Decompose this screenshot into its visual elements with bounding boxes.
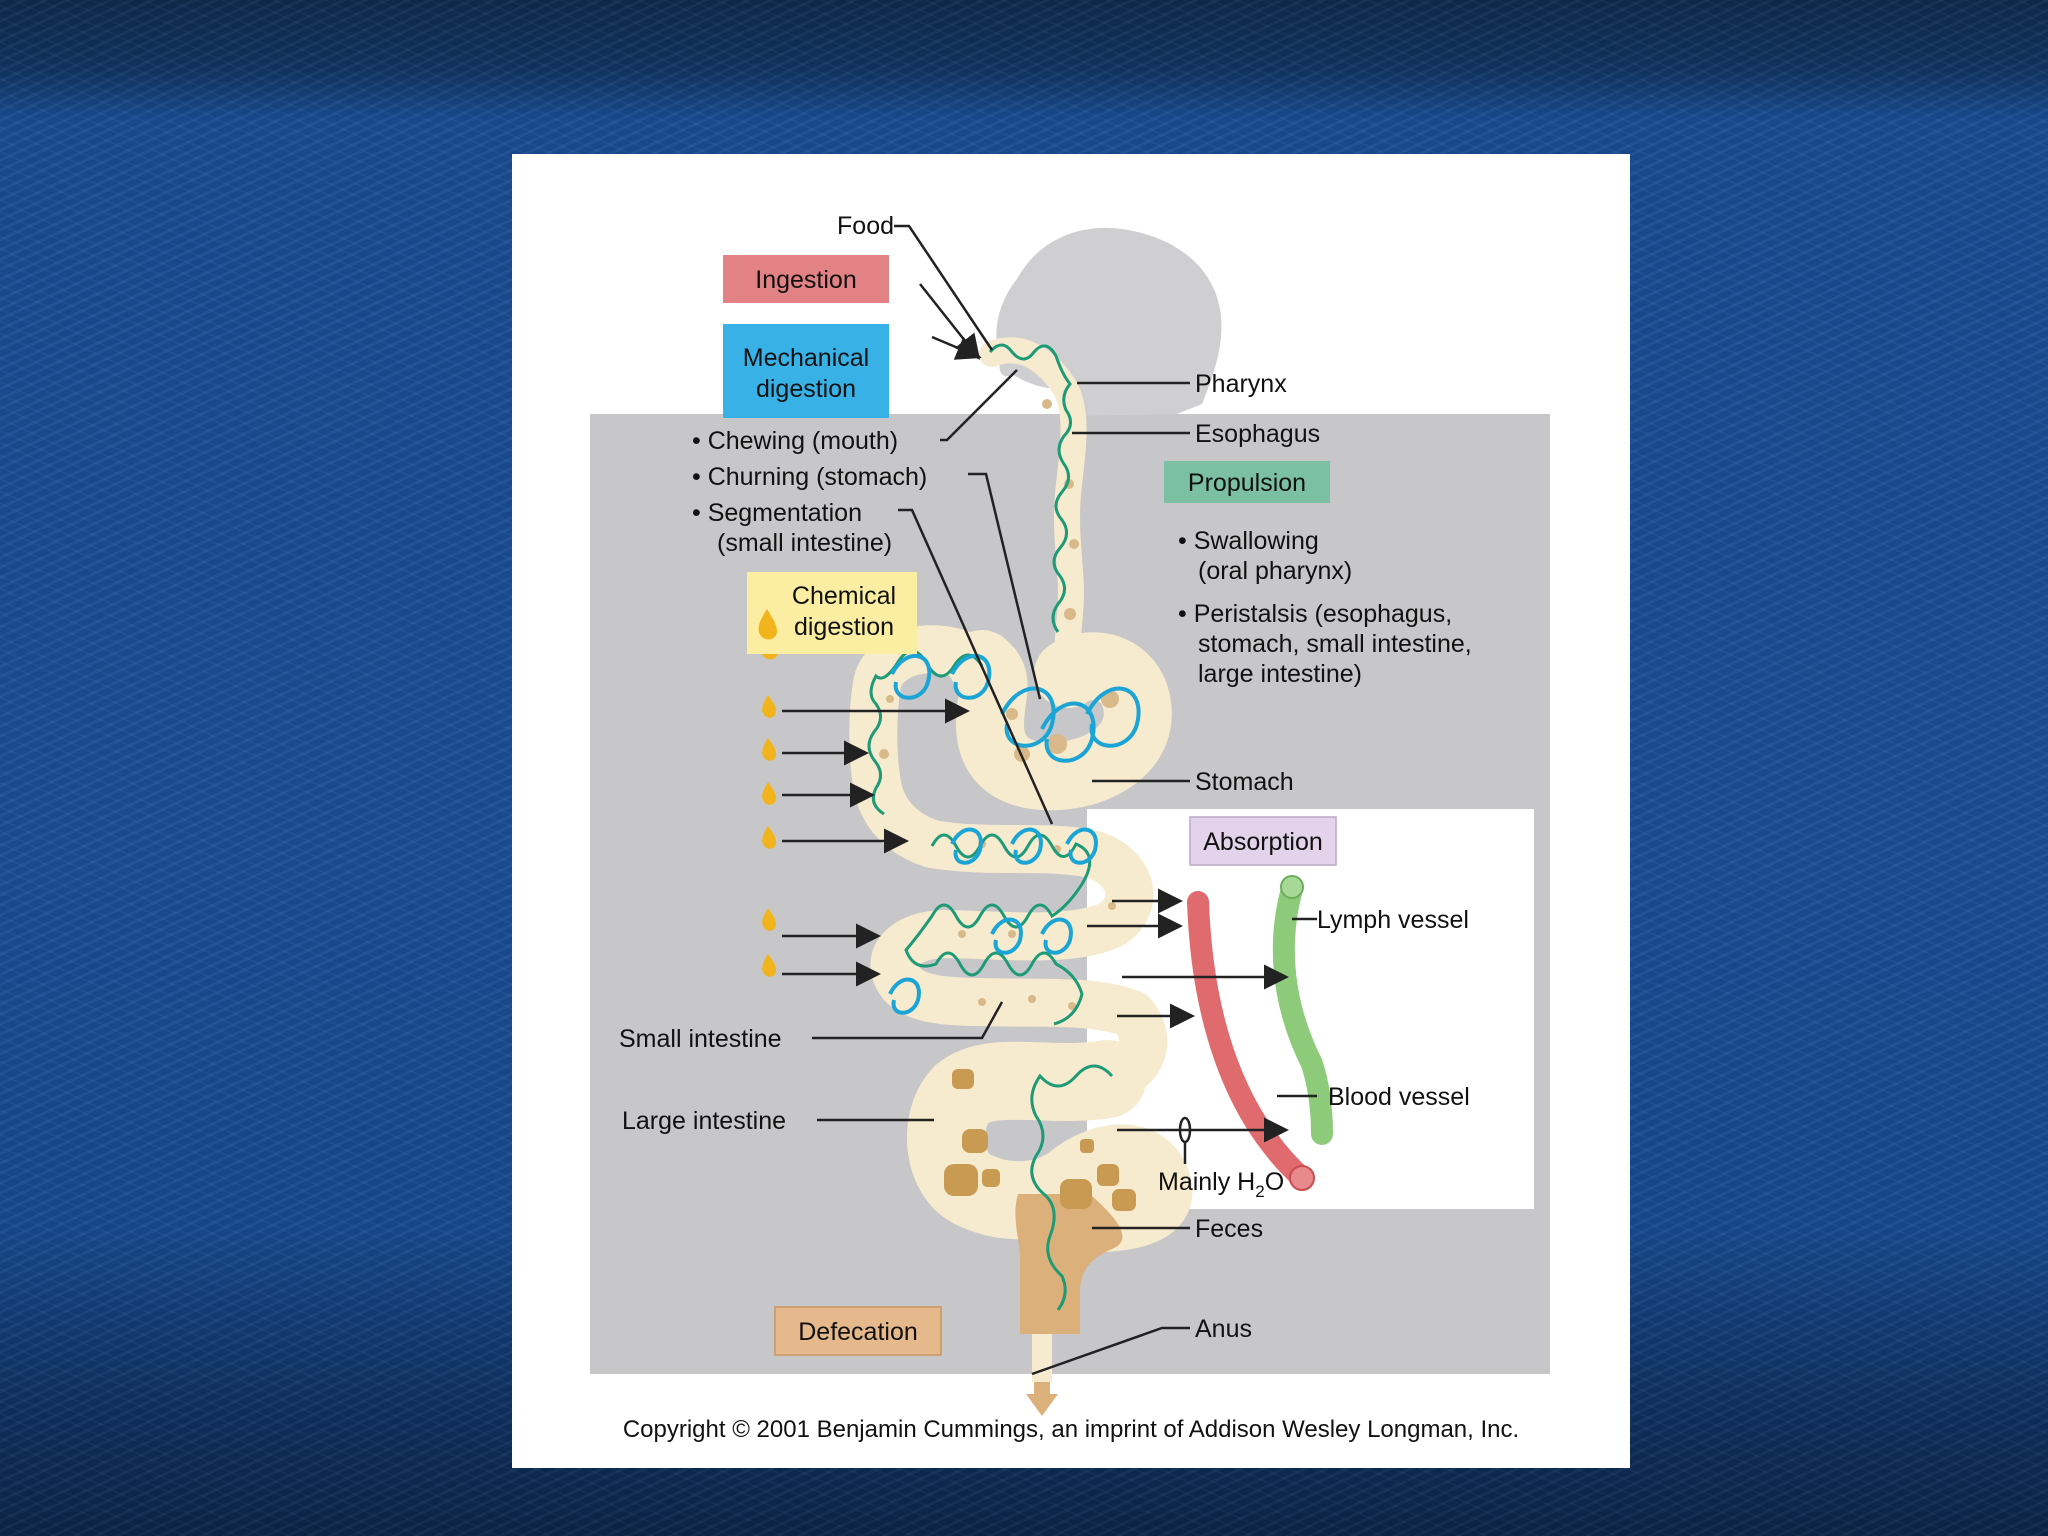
stomach-shape — [948, 630, 1172, 811]
digestive-diagram: Food Ingestion Mechanical digestion • Ch… — [590, 212, 1550, 1443]
propulsion-box — [1164, 461, 1330, 503]
lymph-vessel-label: Lymph vessel — [1317, 906, 1469, 934]
food-label: Food — [837, 212, 894, 240]
large-intestine-label: Large intestine — [622, 1107, 786, 1135]
churning-label: • Churning (stomach) — [692, 463, 927, 491]
flow-arrows — [782, 283, 1289, 1143]
swallowing-label: • Swallowing — [1178, 527, 1319, 555]
copyright-notice: Copyright © 2001 Benjamin Cummings, an i… — [623, 1416, 1519, 1443]
peristalsis-line3: large intestine) — [1198, 660, 1362, 688]
anus-label: Anus — [1195, 1315, 1252, 1343]
mechanical-digestion-line2: digestion — [756, 375, 856, 403]
ingestion-box — [723, 255, 889, 303]
mainly-water-label: Mainly H2O — [1158, 1168, 1284, 1201]
pharynx-label: Pharynx — [1195, 370, 1287, 398]
propulsion-label: Propulsion — [1188, 469, 1306, 497]
blood-vessel — [1187, 891, 1313, 1189]
small-intestine-tube — [849, 625, 1168, 1103]
blood-vessel-end — [1289, 1165, 1315, 1191]
chemical-digestion-line1: Chemical — [792, 582, 896, 610]
swallowing-sublabel: (oral pharynx) — [1198, 557, 1352, 585]
anal-canal — [1032, 1334, 1052, 1382]
peristalsis-line2: stomach, small intestine, — [1198, 630, 1472, 658]
segmentation-label: • Segmentation — [692, 499, 862, 527]
churning-loops — [888, 654, 1141, 1015]
absorption-label: Absorption — [1203, 828, 1323, 856]
stomach-label: Stomach — [1195, 768, 1294, 796]
feces-particles — [944, 1069, 1136, 1211]
small-intestine-label: Small intestine — [619, 1025, 782, 1053]
peristalsis-wave — [867, 343, 1114, 1311]
gi-tract — [849, 337, 1193, 1253]
blood-vessel-label: Blood vessel — [1328, 1083, 1470, 1111]
mechanical-digestion-box — [723, 324, 889, 418]
chemical-digestion-box — [747, 572, 917, 654]
leader-lines — [812, 224, 1317, 1376]
lymph-vessel — [1272, 878, 1333, 1145]
mechanical-digestion-line1: Mechanical — [743, 344, 869, 372]
feces-label: Feces — [1195, 1215, 1263, 1243]
chewing-label: • Chewing (mouth) — [692, 427, 898, 455]
ingestion-label: Ingestion — [755, 266, 856, 294]
esophagus-tube — [979, 337, 1087, 707]
chemical-digestion-line2: digestion — [794, 613, 894, 641]
digestive-process-figure: Food Ingestion Mechanical digestion • Ch… — [512, 154, 1630, 1468]
absorption-box — [1189, 816, 1337, 866]
peristalsis-label: • Peristalsis (esophagus, — [1178, 600, 1452, 628]
large-intestine-tube — [907, 1040, 1193, 1253]
esophagus-label: Esophagus — [1195, 420, 1320, 448]
defecation-box — [774, 1306, 942, 1356]
head-silhouette — [996, 227, 1222, 416]
segmentation-sublabel: (small intestine) — [717, 529, 892, 557]
anus-arrow — [1026, 1379, 1058, 1416]
enzyme-drop-icon — [758, 609, 777, 640]
lymph-vessel-end — [1280, 875, 1304, 899]
defecation-label: Defecation — [798, 1318, 918, 1346]
